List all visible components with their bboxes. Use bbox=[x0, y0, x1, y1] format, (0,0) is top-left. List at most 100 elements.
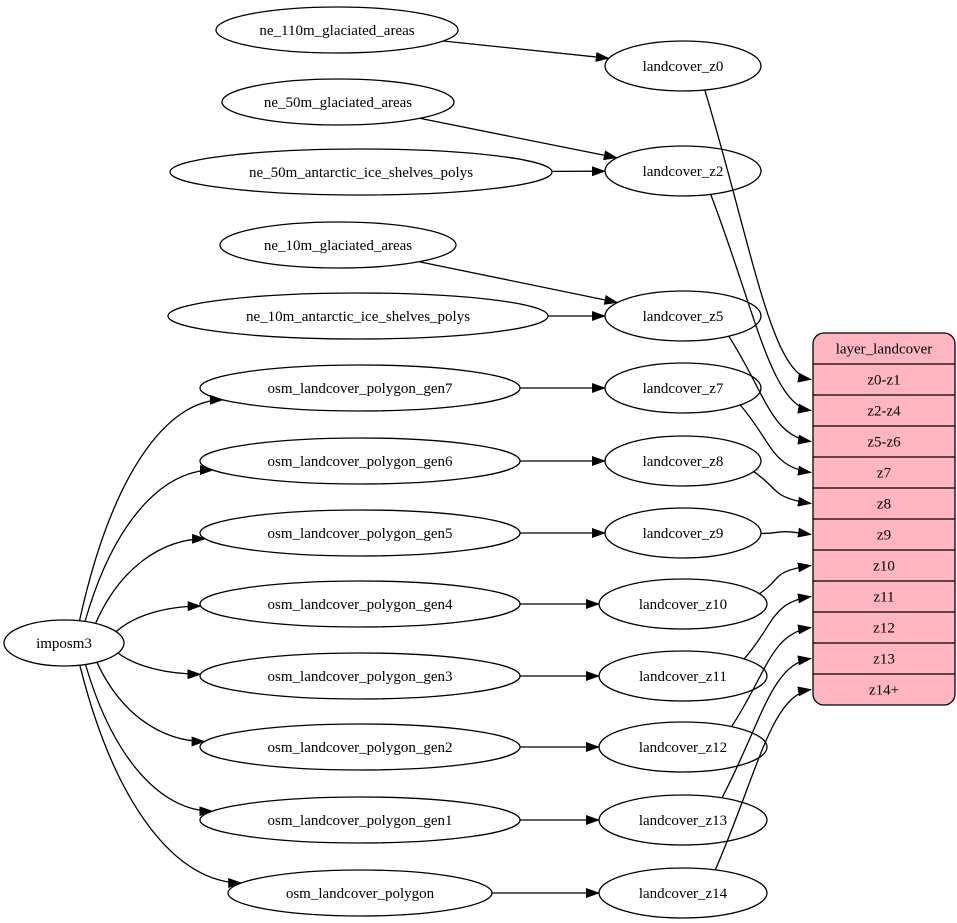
node-landcover-z9: landcover_z9 bbox=[604, 507, 762, 559]
node-osm-landcover-polygon-gen1: osm_landcover_polygon_gen1 bbox=[199, 796, 521, 844]
table-row-z12: z12 bbox=[873, 621, 895, 637]
node-label: ne_10m_antarctic_ice_shelves_polys bbox=[246, 309, 470, 325]
table-row-z10: z10 bbox=[873, 559, 895, 575]
edge-ne-50m-glaciated-areas-to-landcover-z2 bbox=[419, 117, 618, 161]
edge-ne-10m-glaciated-areas-to-landcover-z5 bbox=[418, 261, 619, 305]
table-row-z2-z4: z2-z4 bbox=[867, 404, 901, 420]
node-label: osm_landcover_polygon bbox=[286, 886, 435, 902]
node-label: landcover_z0 bbox=[643, 59, 724, 75]
node-landcover-z12: landcover_z12 bbox=[598, 721, 768, 773]
edge-landcover-z8-to-z8 bbox=[753, 471, 812, 507]
table-row-z11: z11 bbox=[873, 590, 894, 606]
edge-landcover-z12-to-z12 bbox=[731, 624, 812, 727]
edge-ne-110m-glaciated-areas-to-landcover-z0 bbox=[443, 40, 610, 62]
edge-landcover-z7-to-z7 bbox=[739, 404, 812, 476]
node-label: landcover_z13 bbox=[639, 813, 727, 829]
table-row-z13: z13 bbox=[873, 652, 895, 668]
node-osm-landcover-polygon-gen6: osm_landcover_polygon_gen6 bbox=[199, 437, 521, 485]
node-osm-landcover-polygon-gen7: osm_landcover_polygon_gen7 bbox=[199, 364, 521, 412]
edge-imposm3-to-osm-landcover-polygon-gen1 bbox=[84, 664, 214, 817]
node-label: osm_landcover_polygon_gen7 bbox=[268, 381, 453, 397]
node-osm-landcover-polygon: osm_landcover_polygon bbox=[227, 869, 493, 917]
edge-landcover-z2-to-z2-z4 bbox=[710, 194, 812, 414]
node-label: landcover_z9 bbox=[643, 526, 724, 542]
node-landcover-z8: landcover_z8 bbox=[604, 435, 762, 487]
table-row-label: z9 bbox=[877, 528, 891, 544]
table-row-label: z2-z4 bbox=[867, 404, 901, 420]
node-ellipse bbox=[221, 78, 455, 126]
node-label: landcover_z8 bbox=[643, 454, 724, 470]
edge-imposm3-to-osm-landcover-polygon-gen2 bbox=[96, 661, 206, 747]
node-label: landcover_z11 bbox=[639, 669, 727, 685]
table-row-label: z5-z6 bbox=[867, 435, 901, 451]
node-ellipse bbox=[3, 619, 125, 667]
node-label: landcover_z5 bbox=[643, 309, 724, 325]
table-row-label: z10 bbox=[873, 559, 895, 575]
node-landcover-z11: landcover_z11 bbox=[598, 650, 768, 702]
edge-imposm3-to-osm-landcover-polygon bbox=[79, 665, 243, 888]
node-label: landcover_z14 bbox=[639, 886, 728, 902]
node-landcover-z5: landcover_z5 bbox=[604, 290, 762, 342]
node-ne-110m-glaciated-areas: ne_110m_glaciated_areas bbox=[215, 6, 459, 54]
edge-imposm3-to-osm-landcover-polygon-gen4 bbox=[115, 601, 202, 633]
table-row-label: z0-z1 bbox=[867, 373, 900, 389]
table-row-z0-z1: z0-z1 bbox=[867, 373, 900, 389]
edge-landcover-z10-to-z10 bbox=[759, 562, 812, 595]
node-landcover-z10: landcover_z10 bbox=[598, 578, 768, 630]
node-label: landcover_z12 bbox=[639, 740, 727, 756]
edge-imposm3-to-osm-landcover-polygon-gen7 bbox=[78, 394, 224, 621]
node-label: ne_50m_glaciated_areas bbox=[264, 95, 412, 111]
node-ellipse bbox=[215, 6, 459, 54]
node-landcover-z14: landcover_z14 bbox=[598, 867, 768, 919]
table-title: layer_landcover bbox=[836, 342, 933, 358]
node-label: osm_landcover_polygon_gen5 bbox=[268, 526, 453, 542]
edge-landcover-z5-to-z5-z6 bbox=[728, 335, 812, 445]
node-label: osm_landcover_polygon_gen3 bbox=[268, 669, 453, 685]
table-row-label: z8 bbox=[877, 497, 891, 513]
node-label: osm_landcover_polygon_gen4 bbox=[268, 597, 453, 613]
table-row-label: z7 bbox=[877, 466, 892, 482]
edge-landcover-z9-to-z9 bbox=[760, 527, 812, 538]
node-ne-50m-glaciated-areas: ne_50m_glaciated_areas bbox=[221, 78, 455, 126]
table-row-z7: z7 bbox=[877, 466, 892, 482]
node-label: ne_110m_glaciated_areas bbox=[259, 23, 414, 39]
edge-landcover-z0-to-z0-z1 bbox=[704, 89, 812, 383]
node-label: imposm3 bbox=[36, 636, 92, 652]
edge-imposm3-to-osm-landcover-polygon-gen6 bbox=[84, 465, 214, 622]
node-label: landcover_z2 bbox=[643, 164, 724, 180]
node-landcover-z7: landcover_z7 bbox=[604, 362, 762, 414]
node-label: landcover_z7 bbox=[643, 381, 724, 397]
table-layer-landcover: layer_landcover z0-z1 z2-z4 z5-z6 z7 z8 z9 z10 z… bbox=[812, 332, 956, 706]
table-row-label: z11 bbox=[873, 590, 894, 606]
node-label: ne_10m_glaciated_areas bbox=[264, 238, 412, 254]
node-label: landcover_z10 bbox=[639, 597, 727, 613]
node-ellipse bbox=[219, 221, 457, 269]
table-row-z9: z9 bbox=[877, 528, 891, 544]
node-landcover-z2: landcover_z2 bbox=[604, 145, 762, 197]
node-imposm3: imposm3 bbox=[3, 619, 125, 667]
node-label: osm_landcover_polygon_gen1 bbox=[268, 813, 453, 829]
edge-landcover-z13-to-z13 bbox=[721, 655, 812, 799]
node-landcover-z13: landcover_z13 bbox=[598, 794, 768, 846]
table-row-z8: z8 bbox=[877, 497, 891, 513]
table-row-label: z13 bbox=[873, 652, 895, 668]
edge-imposm3-to-osm-landcover-polygon-gen3 bbox=[117, 652, 202, 680]
node-osm-landcover-polygon-gen5: osm_landcover_polygon_gen5 bbox=[199, 509, 521, 557]
node-osm-landcover-polygon-gen3: osm_landcover_polygon_gen3 bbox=[199, 652, 521, 700]
node-ne-10m-glaciated-areas: ne_10m_glaciated_areas bbox=[219, 221, 457, 269]
node-label: ne_50m_antarctic_ice_shelves_polys bbox=[249, 165, 473, 181]
node-ellipse bbox=[604, 40, 762, 92]
node-landcover-z0: landcover_z0 bbox=[604, 40, 762, 92]
table-row-z5-z6: z5-z6 bbox=[867, 435, 901, 451]
table-row-label: z14+ bbox=[869, 683, 899, 699]
node-label: osm_landcover_polygon_gen6 bbox=[268, 454, 453, 470]
table-row-label: z12 bbox=[873, 621, 895, 637]
edge-landcover-z14-to-z14- bbox=[714, 686, 812, 871]
edge-landcover-z11-to-z11 bbox=[743, 593, 812, 660]
node-osm-landcover-polygon-gen4: osm_landcover_polygon_gen4 bbox=[199, 580, 521, 628]
node-ne-50m-antarctic-ice-shelves-polys: ne_50m_antarctic_ice_shelves_polys bbox=[169, 148, 553, 196]
node-ne-10m-antarctic-ice-shelves-polys: ne_10m_antarctic_ice_shelves_polys bbox=[167, 292, 549, 340]
node-label: osm_landcover_polygon_gen2 bbox=[268, 740, 453, 756]
